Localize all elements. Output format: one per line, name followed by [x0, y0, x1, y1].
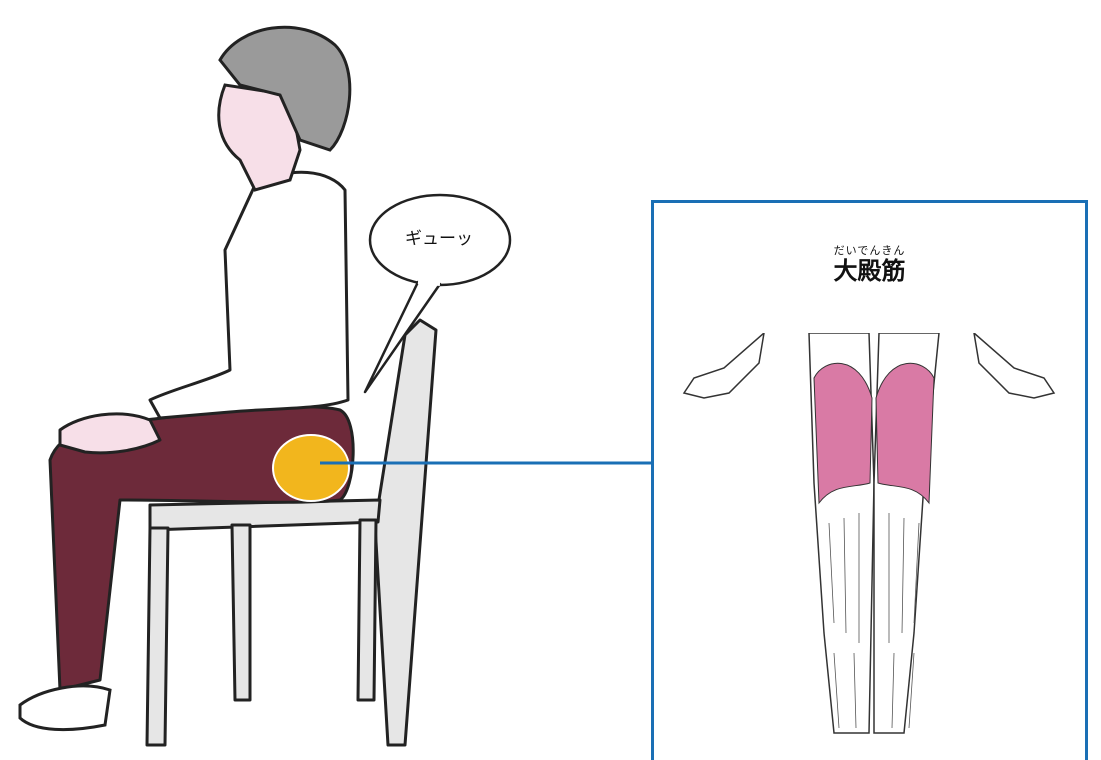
muscle-panel: だいでんきん 大殿筋 [651, 200, 1088, 760]
muscle-title: だいでんきん 大殿筋 [654, 245, 1085, 285]
feet [20, 686, 110, 730]
speech-bubble-text: ギューッ [384, 224, 494, 249]
head [219, 27, 350, 190]
muscle-name: 大殿筋 [654, 257, 1085, 285]
torso [150, 172, 348, 418]
muscle-reading: だいでんきん [654, 245, 1085, 257]
left-hand-icon [684, 333, 764, 398]
gluteus-spot [273, 435, 349, 501]
right-hand-icon [974, 333, 1054, 398]
arm [60, 414, 160, 453]
anatomy-legs-icon [674, 333, 1074, 753]
